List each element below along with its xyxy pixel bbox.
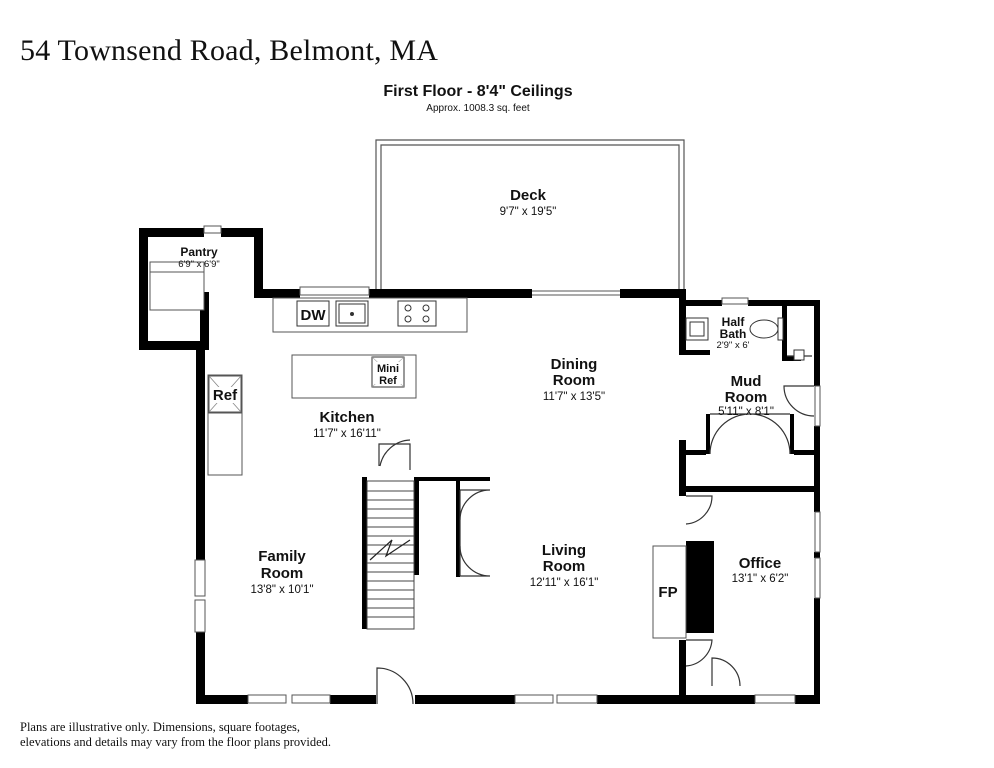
sliding-door [532, 290, 620, 296]
floor-title: First Floor - 8'4" Ceilings [383, 83, 573, 100]
office-name: Office [739, 555, 782, 572]
half-bath-fixtures [685, 317, 805, 361]
half-bath-name-2: Bath [720, 327, 747, 341]
dining-name-2: Room [553, 372, 596, 389]
staircase [366, 480, 415, 630]
living-name-1: Living [542, 542, 586, 559]
mud-name-1: Mud [731, 373, 762, 390]
mud-name-2: Room [725, 389, 768, 406]
living-dims: 12'11" x 16'1" [530, 577, 599, 589]
disclaimer-line-2: elevations and details may vary from the… [20, 735, 332, 749]
mini-ref-line2: Ref [379, 375, 397, 387]
disclaimer-line-1: Plans are illustrative only. Dimensions,… [20, 720, 301, 734]
half-bath-dims: 2'9" x 6' [717, 340, 750, 351]
walls [139, 228, 820, 704]
pantry-name: Pantry [180, 245, 218, 259]
refrigerator: Ref [208, 375, 242, 413]
kitchen-dims: 11'7" x 16'11" [313, 428, 381, 440]
deck-name: Deck [510, 187, 547, 204]
deck-outline [375, 139, 685, 290]
mud-dims: 5'11" x 8'1" [718, 406, 774, 418]
property-address: 54 Townsend Road, Belmont, MA [20, 34, 439, 67]
fireplace: FP [652, 545, 687, 639]
deck-dims: 9'7" x 19'5" [500, 206, 557, 218]
half-bath-name-1: Half [722, 315, 746, 329]
door-swings [376, 355, 815, 705]
mini-ref-line1: Mini [377, 363, 399, 375]
family-name-2: Room [261, 565, 304, 582]
dw-label: DW [301, 307, 327, 324]
fp-label: FP [658, 584, 677, 601]
disclaimer: Plans are illustrative only. Dimensions,… [20, 720, 380, 750]
windows [194, 225, 821, 704]
mini-ref: Mini Ref [371, 356, 405, 388]
dining-dims: 11'7" x 13'5" [543, 391, 605, 403]
floor-area: Approx. 1008.3 sq. feet [426, 103, 530, 114]
living-name-2: Room [543, 558, 586, 575]
family-dims: 13'8" x 10'1" [250, 584, 313, 596]
kitchen-name: Kitchen [319, 409, 374, 426]
family-name-1: Family [258, 548, 306, 565]
room-labels: Deck 9'7" x 19'5" Pantry 6'9" x 6'9" Kit… [178, 187, 788, 596]
office-dims: 13'1" x 6'2" [732, 573, 789, 585]
cooktop-icon [397, 300, 437, 327]
dishwasher: DW [296, 300, 330, 327]
pantry-dims: 6'9" x 6'9" [178, 259, 220, 270]
dining-name-1: Dining [551, 356, 598, 373]
ref-label: Ref [213, 387, 238, 404]
sink-icon [335, 300, 369, 327]
